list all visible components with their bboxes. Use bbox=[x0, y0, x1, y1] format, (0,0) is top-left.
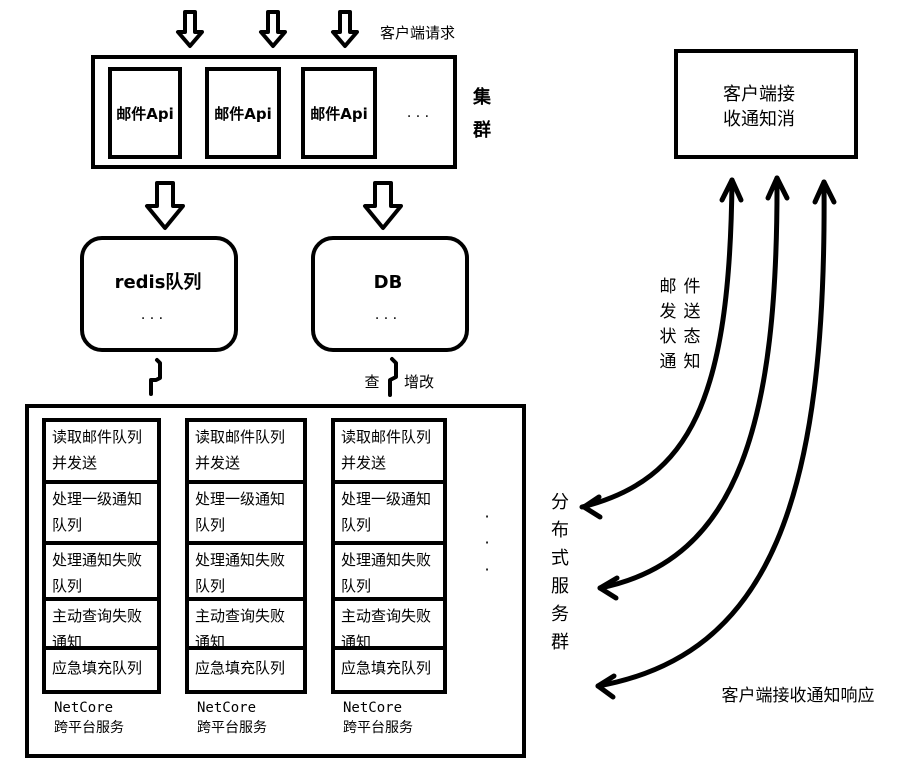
distributed-label-char: 式 bbox=[551, 548, 569, 569]
task-label: 处理通知失败 bbox=[195, 551, 285, 569]
client-response-label: 客户端接收通知响应 bbox=[722, 686, 875, 706]
api-box-3 bbox=[301, 67, 377, 159]
task-label: 队列 bbox=[52, 516, 82, 534]
task-label: 读取邮件队列 bbox=[195, 428, 285, 446]
mail-status-label: 邮件发送状态通知 bbox=[660, 277, 701, 372]
task-label: 读取邮件队列 bbox=[52, 428, 142, 446]
db-box bbox=[311, 236, 469, 352]
task-label: 队列 bbox=[341, 577, 371, 595]
service-platform-name: NetCore bbox=[343, 700, 402, 716]
mail-status-char: 知 bbox=[684, 352, 701, 372]
arrow-to-redis bbox=[145, 181, 185, 230]
status-notify-curve bbox=[579, 177, 735, 510]
client-to-service-arrowhead bbox=[765, 175, 790, 201]
status-notify-arrowhead bbox=[719, 177, 744, 203]
mail-status-char: 发 bbox=[660, 302, 677, 322]
task-label: 并发送 bbox=[195, 454, 240, 472]
service-platform-name: NetCore bbox=[54, 700, 113, 716]
redis-label: redis队列 bbox=[115, 271, 202, 293]
api-box-2 bbox=[205, 67, 281, 159]
service-more-dot-3: · bbox=[484, 560, 489, 579]
distributed-label-char: 服 bbox=[551, 576, 569, 597]
task-label: 队列 bbox=[195, 516, 225, 534]
db-more-dots: · · · bbox=[375, 311, 397, 327]
redis-queue-box bbox=[80, 236, 238, 352]
cluster-label-char-2: 群 bbox=[473, 119, 491, 141]
client-box-line-2: 收通知消 bbox=[723, 109, 795, 130]
services-layer: 读取邮件队列并发送处理一级通知队列处理通知失败队列主动查询失败通知应急填充队列N… bbox=[42, 418, 447, 736]
distributed-label-char: 群 bbox=[551, 632, 569, 653]
task-label: 处理通知失败 bbox=[341, 551, 431, 569]
request-arrow-2 bbox=[259, 10, 287, 48]
db-query-label: 查 bbox=[364, 373, 379, 391]
service-column-1: 读取邮件队列并发送处理一级通知队列处理通知失败队列主动查询失败通知应急填充队列N… bbox=[42, 418, 161, 736]
task-label: 主动查询失败 bbox=[341, 607, 431, 625]
distributed-label-char: 布 bbox=[551, 520, 569, 541]
task-label: 队列 bbox=[52, 577, 82, 595]
service-more-dot-1: · bbox=[484, 507, 489, 526]
client-response-arrowhead bbox=[812, 179, 837, 205]
api-box-1 bbox=[108, 67, 182, 159]
cluster-label-char-1: 集 bbox=[472, 86, 492, 108]
task-label: 处理一级通知 bbox=[341, 490, 431, 508]
service-platform-name: NetCore bbox=[197, 700, 256, 716]
distributed-label-char: 分 bbox=[551, 492, 569, 513]
client-box-line-1: 客户端接 bbox=[723, 84, 795, 105]
mail-status-char: 通 bbox=[660, 352, 677, 372]
task-label: 队列 bbox=[341, 516, 371, 534]
task-label: 读取邮件队列 bbox=[341, 428, 431, 446]
task-label: 处理通知失败 bbox=[52, 551, 142, 569]
api-label-1: 邮件Api bbox=[116, 105, 174, 123]
service-column-2: 读取邮件队列并发送处理一级通知队列处理通知失败队列主动查询失败通知应急填充队列N… bbox=[185, 418, 307, 736]
client-response-tail bbox=[595, 673, 617, 700]
mail-status-char: 件 bbox=[684, 277, 701, 297]
api-label-3: 邮件Api bbox=[310, 105, 368, 123]
request-arrow-1 bbox=[176, 10, 204, 48]
task-label: 处理一级通知 bbox=[195, 490, 285, 508]
service-platform-desc: 跨平台服务 bbox=[54, 720, 124, 736]
service-column-3: 读取邮件队列并发送处理一级通知队列处理通知失败队列主动查询失败通知应急填充队列N… bbox=[331, 418, 447, 736]
db-service-connector bbox=[388, 357, 398, 397]
client-request-label: 客户端请求 bbox=[380, 24, 455, 42]
client-to-service-curve bbox=[597, 175, 780, 591]
task-label: 处理一级通知 bbox=[52, 490, 142, 508]
service-platform-desc: 跨平台服务 bbox=[197, 720, 267, 736]
task-label: 主动查询失败 bbox=[52, 607, 142, 625]
service-more-dot-2: · bbox=[484, 533, 489, 552]
task-label: 应急填充队列 bbox=[341, 659, 431, 677]
service-platform-desc: 跨平台服务 bbox=[343, 720, 413, 736]
db-label: DB bbox=[374, 272, 403, 293]
task-label: 队列 bbox=[195, 577, 225, 595]
request-arrow-3 bbox=[331, 10, 359, 48]
distributed-label-char: 务 bbox=[551, 604, 569, 625]
mail-status-char: 送 bbox=[684, 302, 701, 322]
redis-service-connector bbox=[149, 358, 162, 396]
mail-status-char: 状 bbox=[660, 327, 677, 347]
client-response-curve bbox=[595, 179, 827, 689]
api-more-dots: · · · bbox=[407, 109, 429, 125]
mail-status-char: 态 bbox=[684, 327, 701, 347]
db-write-label: 增改 bbox=[404, 373, 434, 391]
client-to-service-tail bbox=[597, 575, 620, 601]
task-label: 应急填充队列 bbox=[195, 659, 285, 677]
task-label: 主动查询失败 bbox=[195, 607, 285, 625]
mail-status-char: 邮 bbox=[660, 277, 677, 297]
redis-more-dots: · · · bbox=[141, 311, 163, 327]
arrow-to-db bbox=[363, 181, 403, 230]
status-notify-tail bbox=[581, 494, 603, 520]
task-label: 应急填充队列 bbox=[52, 659, 142, 677]
task-label: 并发送 bbox=[52, 454, 97, 472]
client-notification-box bbox=[674, 49, 858, 159]
task-label: 并发送 bbox=[341, 454, 386, 472]
api-label-2: 邮件Api bbox=[214, 105, 272, 123]
